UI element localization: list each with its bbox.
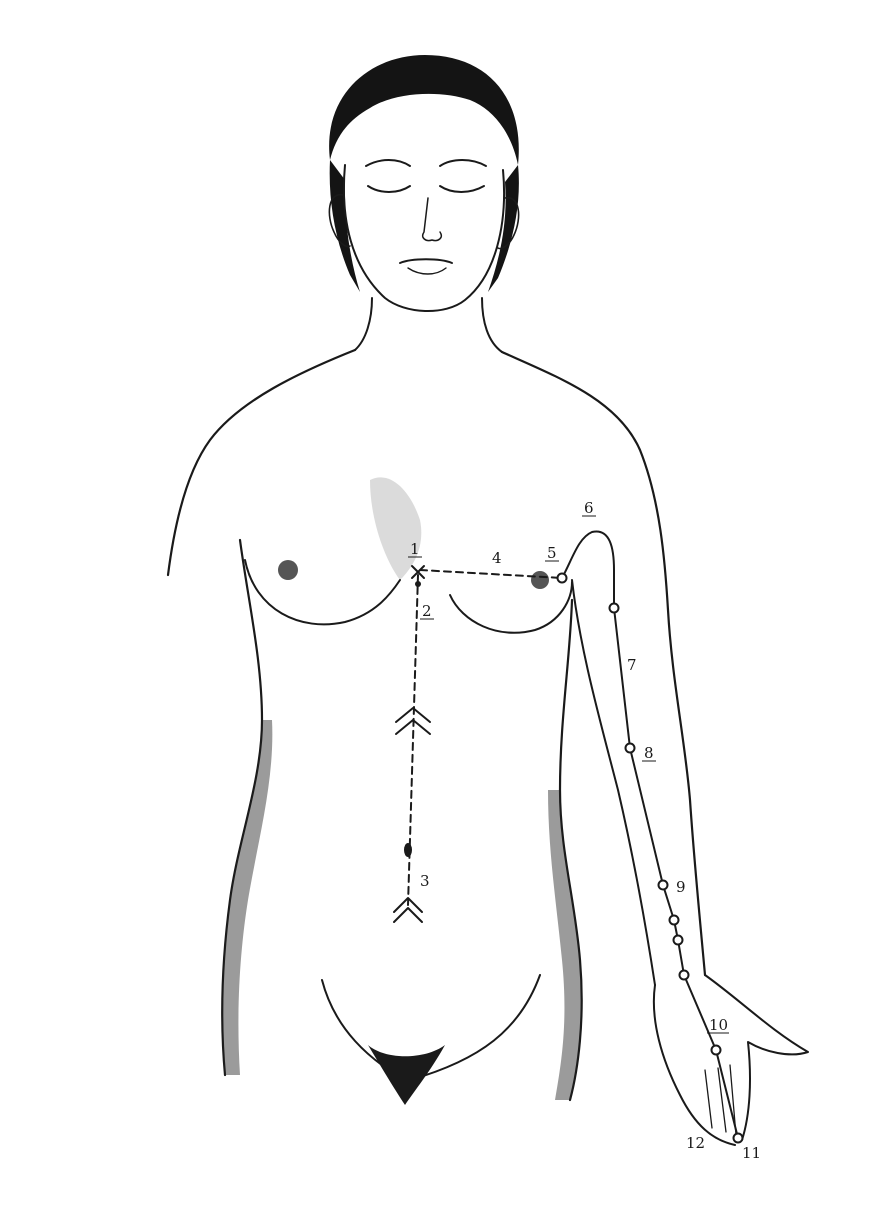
point-label-6: 6 (584, 499, 594, 517)
lower-lip (408, 268, 446, 274)
eyebrow-left (366, 160, 410, 166)
point-10-marker (712, 1046, 721, 1055)
neck (355, 298, 502, 352)
point-label-3: 3 (420, 872, 430, 890)
hair (329, 55, 519, 165)
torso-left-outline (168, 350, 355, 1075)
mouth (400, 259, 452, 263)
point-8-marker (626, 744, 635, 753)
chest-shading (370, 477, 421, 580)
breast-left (245, 560, 400, 624)
arm-right-inner (572, 580, 655, 985)
point-3-marker (404, 843, 412, 857)
point-9b-marker (670, 916, 679, 925)
eye-right (440, 186, 484, 192)
point-label-11: 11 (742, 1144, 761, 1162)
point-label-9: 9 (676, 878, 686, 896)
nipple-right (531, 571, 549, 589)
pubic-area (368, 1045, 445, 1105)
point-label-10: 10 (709, 1016, 728, 1034)
point-label-5: 5 (547, 544, 557, 562)
head (329, 55, 519, 311)
point-labels: 1 2 3 4 5 6 7 8 9 10 11 12 (408, 499, 761, 1162)
fingers (705, 1065, 736, 1135)
breast-right (450, 582, 572, 633)
point-7-marker (610, 604, 619, 613)
point-label-8: 8 (644, 744, 654, 762)
side-shading-right (548, 790, 582, 1100)
point-label-2: 2 (422, 602, 432, 620)
nose (423, 198, 442, 241)
point-label-12: 12 (686, 1134, 705, 1152)
point-9c-marker (674, 936, 683, 945)
point-label-7: 7 (627, 656, 637, 674)
torso-right-outline (502, 352, 705, 975)
hand (654, 975, 808, 1145)
point-label-4: 4 (492, 549, 502, 567)
nipple-left (278, 560, 298, 580)
eye-left (368, 186, 410, 192)
eyebrow-right (440, 160, 486, 166)
point-2-marker (415, 581, 421, 587)
point-9d-marker (680, 971, 689, 980)
point-11-marker (734, 1134, 743, 1143)
point-5-marker (558, 574, 567, 583)
point-label-1: 1 (410, 540, 420, 558)
point-9-marker (659, 881, 668, 890)
